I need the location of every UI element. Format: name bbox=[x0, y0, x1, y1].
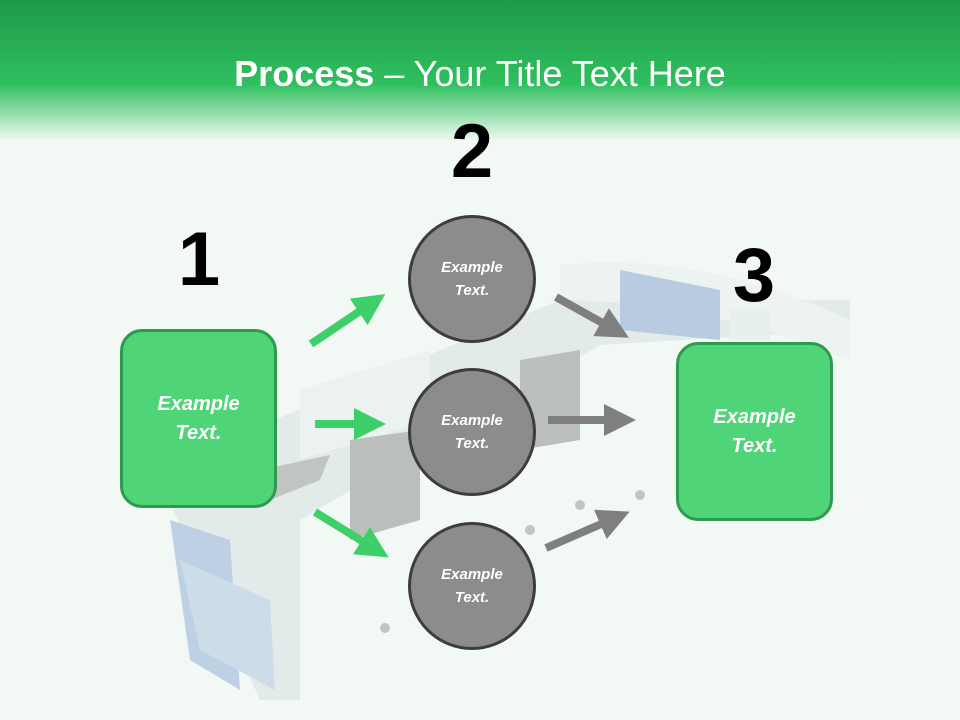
circle-top-text: Example Text. bbox=[441, 259, 503, 299]
step-1-text: Example Text. bbox=[157, 392, 240, 444]
green-arrow-up bbox=[308, 294, 386, 348]
step-1-box: Example Text. bbox=[120, 329, 277, 508]
step-3-box: Example Text. bbox=[676, 342, 833, 521]
step-2-circle-middle: Example Text. bbox=[408, 368, 536, 496]
circle-bottom-text: Example Text. bbox=[441, 566, 503, 606]
gray-arrow-up bbox=[544, 509, 630, 552]
step-2-circle-bottom: Example Text. bbox=[408, 522, 536, 650]
green-arrow-down bbox=[312, 508, 389, 558]
step-number-3: 3 bbox=[732, 233, 776, 318]
title-bold: Process bbox=[234, 53, 375, 94]
step-2-circle-top: Example Text. bbox=[408, 215, 536, 343]
step-3-text: Example Text. bbox=[713, 405, 796, 457]
title-rest: – Your Title Text Here bbox=[374, 53, 726, 94]
step-number-2: 2 bbox=[450, 109, 494, 194]
gray-arrow-down bbox=[554, 293, 629, 338]
step-number-1: 1 bbox=[177, 217, 221, 302]
title-bar bbox=[0, 0, 960, 140]
slide-title: Process – Your Title Text Here bbox=[0, 52, 960, 96]
circle-middle-text: Example Text. bbox=[441, 412, 503, 452]
